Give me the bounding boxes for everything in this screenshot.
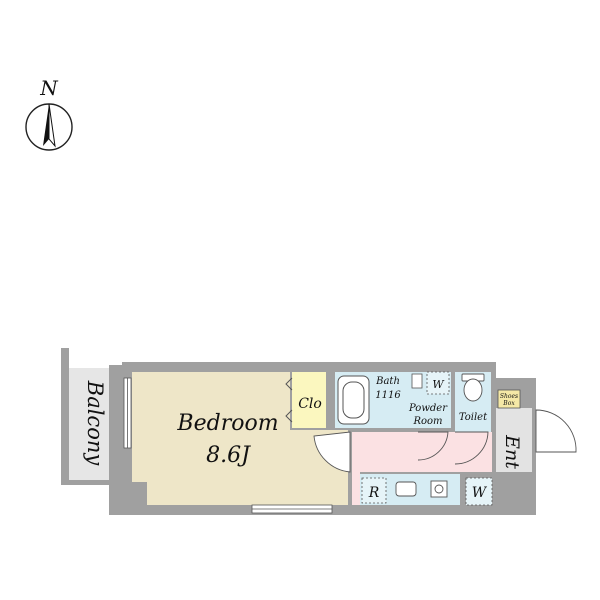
north-label: N xyxy=(39,76,59,100)
bedroom-label: Bedroom xyxy=(176,411,278,436)
compass: N xyxy=(25,76,73,151)
powder-sink xyxy=(411,373,423,389)
compass-needle-dark xyxy=(43,104,49,146)
shoes-box xyxy=(497,389,521,409)
hall-floor xyxy=(352,432,492,472)
bath-size-label: 1116 xyxy=(375,390,401,401)
doors xyxy=(313,409,577,473)
entrance: Shoes Box Ent xyxy=(496,389,532,472)
refrigerator-box xyxy=(361,477,387,504)
balcony-base xyxy=(61,480,124,485)
hall-floor-lower xyxy=(352,472,360,505)
entrance-floor xyxy=(496,408,532,472)
washer-label: W xyxy=(432,378,445,391)
toilet-door xyxy=(454,431,489,465)
toilet-bowl xyxy=(463,378,483,402)
closet-floor xyxy=(292,372,326,428)
washer-box xyxy=(426,371,450,395)
balcony-rail xyxy=(61,348,69,485)
closet-door-upper xyxy=(285,377,293,391)
powder-room-label-1: Powder xyxy=(408,403,448,414)
toilet-room: Toilet xyxy=(455,372,491,432)
closet: Clo xyxy=(285,372,326,428)
wall-top xyxy=(122,362,496,370)
washer-space-box xyxy=(465,477,493,506)
bathroom: Bath 1116 xyxy=(335,372,409,428)
entrance-door xyxy=(535,409,577,453)
bedroom: Bedroom 8.6J xyxy=(123,372,348,514)
bedroom-floor xyxy=(132,372,348,505)
closet-door-lower xyxy=(285,409,293,423)
stove-burner xyxy=(434,484,444,494)
bathtub-basin xyxy=(342,381,365,419)
washer-space-label: W xyxy=(472,485,488,501)
balcony-label: Balcony xyxy=(83,380,107,467)
shoes-box-label-1: Shoes xyxy=(500,393,518,400)
powder-room: W Powder Room xyxy=(408,371,451,428)
compass-needle-light xyxy=(48,103,56,148)
bedroom-door xyxy=(313,431,351,473)
refrigerator-label: R xyxy=(368,485,380,501)
toilet-label: Toilet xyxy=(459,412,488,423)
kitchen-stove xyxy=(430,480,448,498)
shoes-box-label-2: Box xyxy=(502,400,515,407)
bath-label: Bath xyxy=(375,376,400,387)
powder-room-door xyxy=(417,431,449,461)
closet-label: Clo xyxy=(298,396,322,412)
entrance-label: Ent xyxy=(501,434,523,469)
kitchen-sink xyxy=(395,481,417,497)
powder-room-label-2: Room xyxy=(412,416,442,427)
hallway: R W xyxy=(352,432,493,506)
bedroom-size-label: 8.6J xyxy=(206,443,251,468)
